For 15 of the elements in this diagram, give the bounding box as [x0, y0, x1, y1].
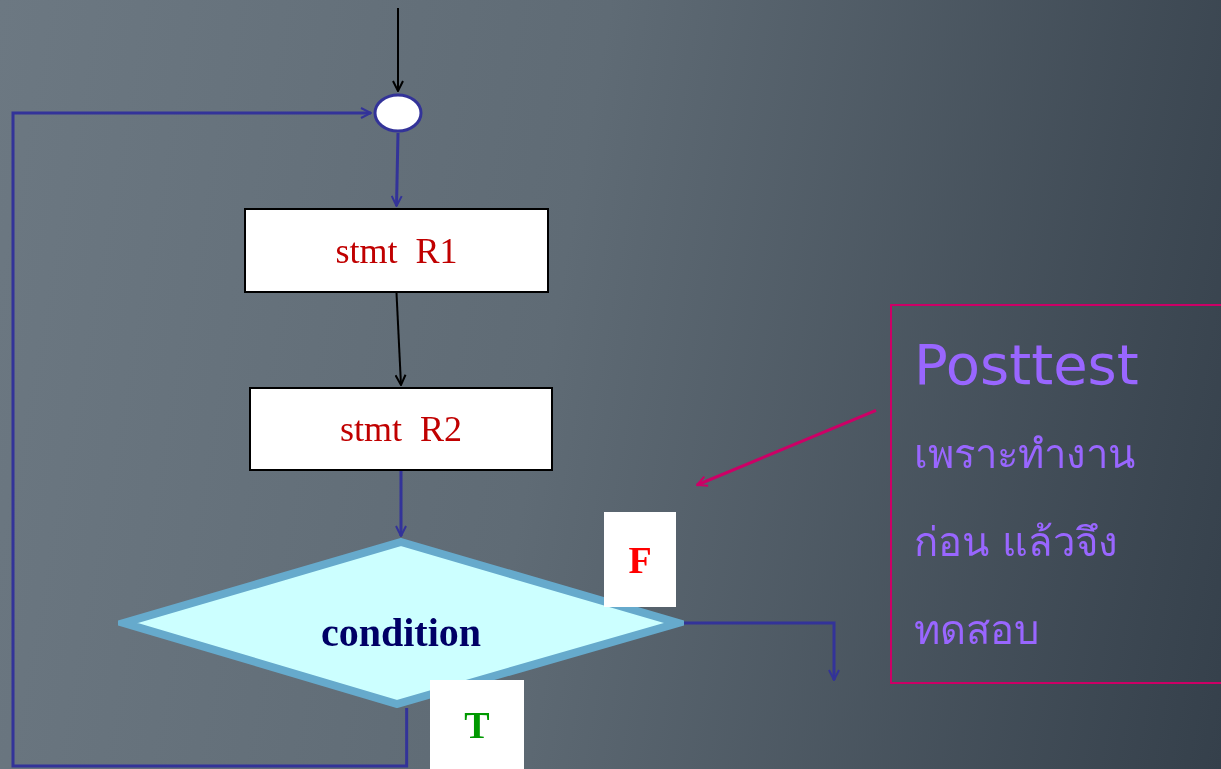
arrow — [684, 621, 840, 681]
note-heading: Posttest — [914, 331, 1140, 399]
edge-label: F — [604, 512, 676, 607]
process-box: stmt R2 — [249, 387, 553, 471]
arrow — [696, 409, 877, 487]
arrow — [395, 471, 407, 537]
note-box — [890, 304, 1221, 684]
connector-circle — [373, 93, 423, 133]
edge-label: T — [430, 680, 524, 769]
note-text: เพราะทำงานก่อน แล้วจึงทดสอบ — [914, 430, 1136, 655]
arrow — [392, 7, 404, 92]
arrow — [394, 292, 407, 386]
arrow — [390, 132, 403, 207]
process-box: stmt R1 — [244, 208, 549, 293]
arrow — [11, 107, 409, 768]
